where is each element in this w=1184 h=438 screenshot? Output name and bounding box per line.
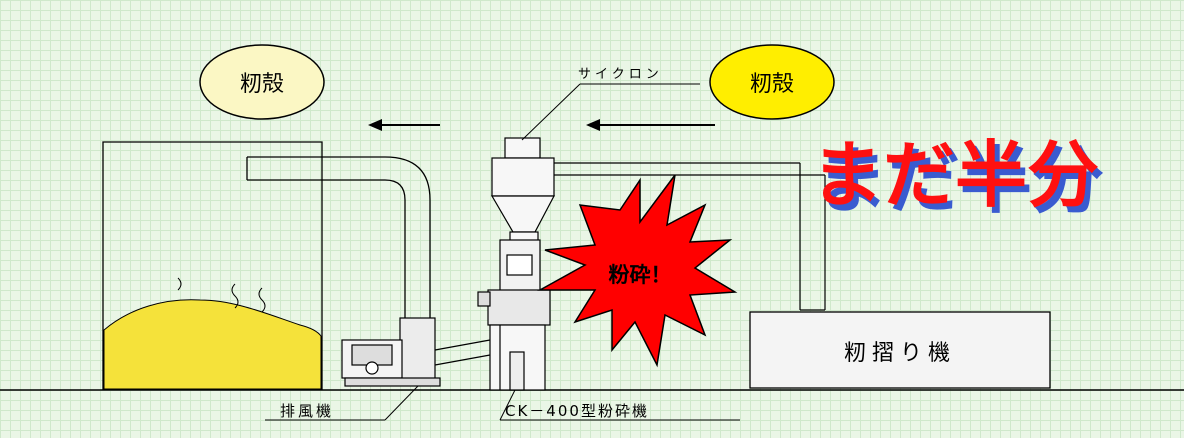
huller-label: 籾摺り機 xyxy=(844,341,956,366)
return-duct xyxy=(799,163,826,311)
cyclone-leader-diag xyxy=(521,83,581,141)
blower-leader-line xyxy=(384,385,419,421)
cyclone xyxy=(490,137,825,243)
headline: まだ半分 xyxy=(811,133,1099,217)
crush-burst xyxy=(537,174,738,368)
blower xyxy=(341,317,491,387)
crush-label: 粉砕！ xyxy=(609,263,672,287)
husk-pile xyxy=(103,299,322,390)
crusher-label: CK－400型粉砕機 xyxy=(505,402,649,420)
flow-arrow-right xyxy=(586,119,715,131)
husk-label-right: 籾殻 xyxy=(750,72,794,97)
husk-bubble-right: 籾殻 xyxy=(709,44,835,120)
crusher-leader-line xyxy=(499,389,516,421)
blower-label: 排風機 xyxy=(280,402,334,420)
cyclone-label: サイクロン xyxy=(578,67,663,82)
flow-arrow-left xyxy=(368,119,440,131)
headline-shadow: まだ半分 xyxy=(816,139,1104,223)
crusher-machine xyxy=(477,239,551,391)
huller-machine xyxy=(749,311,1051,389)
husk-storage-bin xyxy=(102,141,323,390)
husk-label-left: 籾殻 xyxy=(240,72,284,97)
steam-lines xyxy=(177,277,266,313)
husk-bubble-left: 籾殻 xyxy=(199,44,325,120)
exhaust-duct xyxy=(246,156,431,320)
